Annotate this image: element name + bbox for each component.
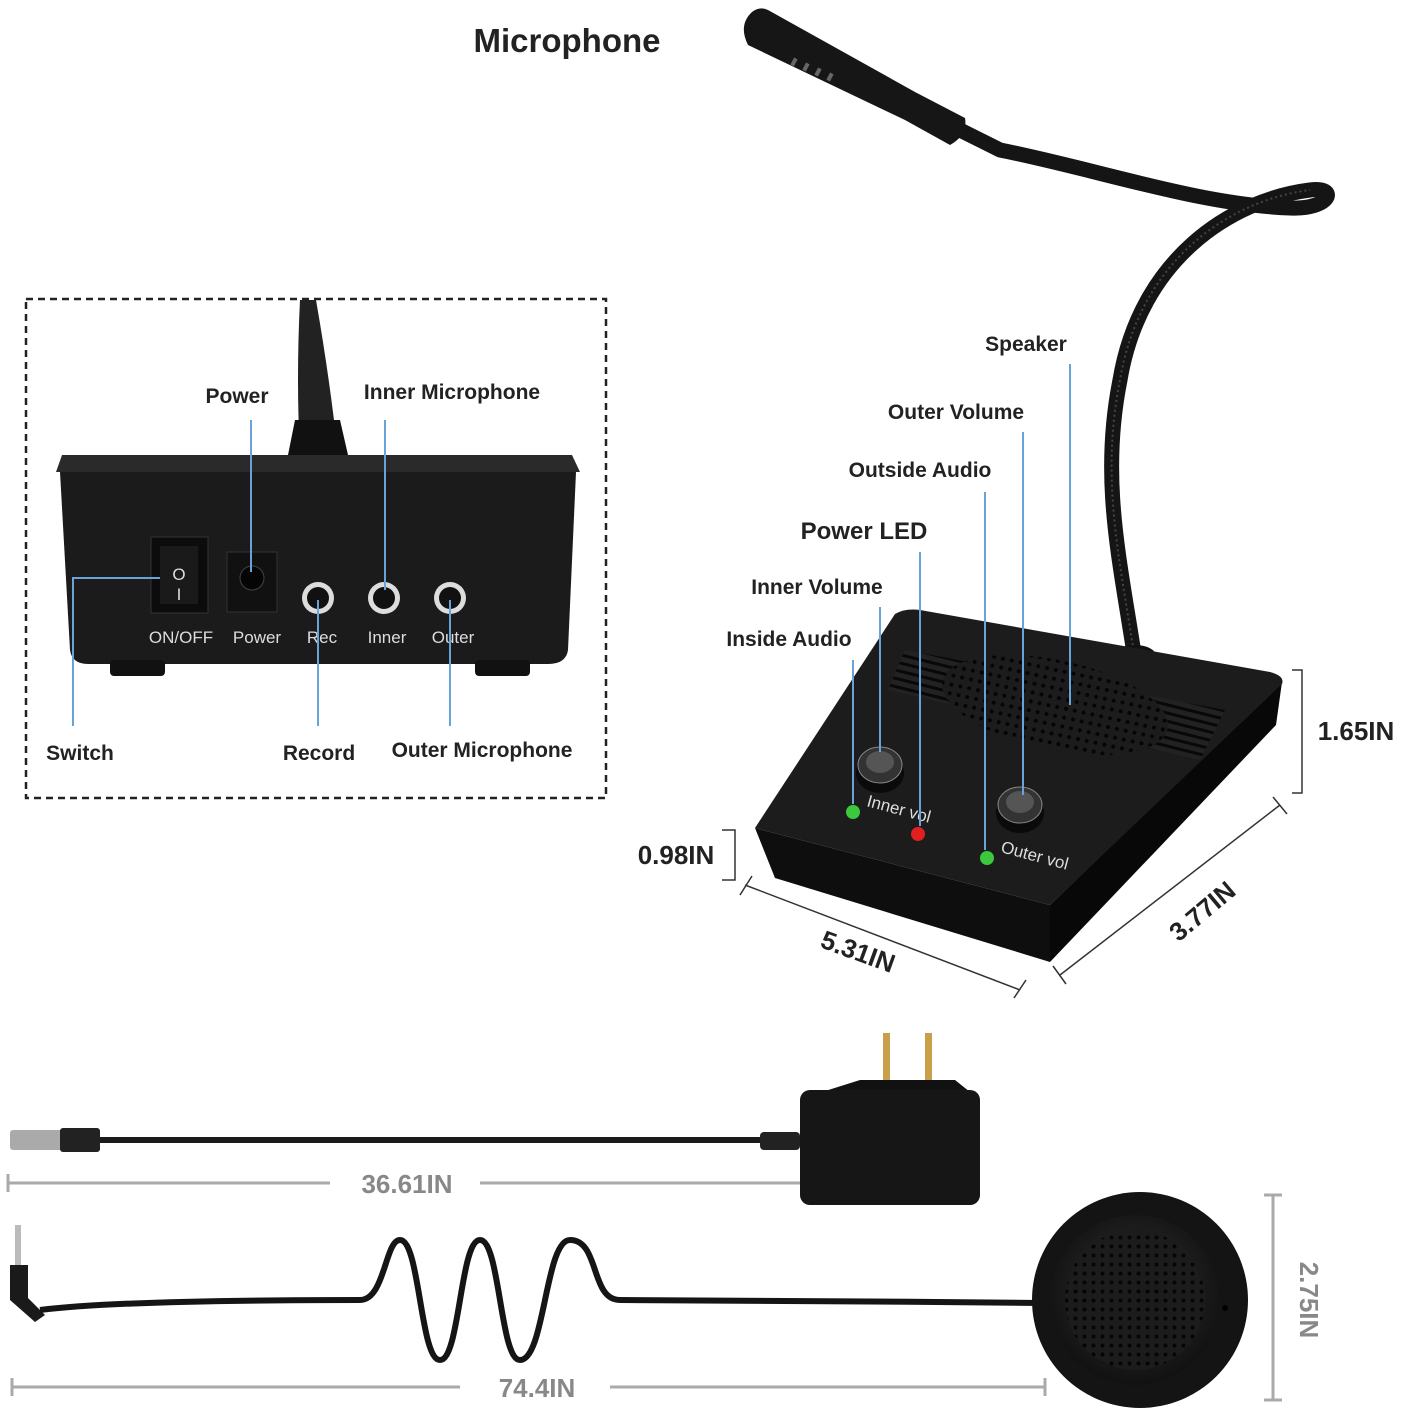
switch-off-mark: I [177, 585, 182, 604]
inside-audio-led [846, 805, 860, 819]
inset-device-top [56, 455, 580, 472]
inner-jack [368, 582, 400, 614]
dimension-height: 1.65IN [1318, 716, 1395, 746]
microphone-head [743, 8, 966, 146]
callout-power: Power [205, 385, 268, 408]
outside-audio-led [980, 851, 994, 865]
speaker-cable-length: 74.4IN [499, 1373, 576, 1403]
panel-label-outer: Outer [432, 628, 475, 647]
adapter-body [800, 1090, 980, 1205]
inset-border [24, 297, 608, 800]
callout-inside-audio: Inside Audio [726, 628, 851, 651]
base-right-face [1050, 682, 1282, 962]
outer-volume-knob [996, 786, 1044, 833]
speaker-grille [942, 654, 1168, 756]
base-top-face [755, 609, 1283, 905]
power-led [911, 827, 925, 841]
callout-inner-microphone: Inner Microphone [364, 381, 540, 404]
rear-panel-inset: O I ON/OFF Power Rec Inner Outer Power I… [24, 297, 608, 800]
dimension-base-height: 0.98IN [638, 840, 715, 870]
callout-power-led: Power LED [801, 518, 928, 545]
callout-outer-volume: Outer Volume [888, 401, 1024, 424]
speaker-diameter: 2.75IN [1294, 1262, 1324, 1339]
panel-label-rec: Rec [307, 628, 338, 647]
base-front-face [755, 828, 1050, 962]
switch-on-mark: O [172, 565, 185, 584]
speaker-cable [39, 1236, 1041, 1364]
inset-device-body [60, 472, 576, 664]
callout-record: Record [283, 742, 355, 765]
gooseneck [952, 122, 1335, 668]
title: Microphone [474, 22, 661, 59]
dimension-width: 5.31IN [817, 924, 899, 978]
callout-switch: Switch [46, 742, 114, 765]
power-adapter: 36.61IN [6, 1033, 980, 1205]
desktop-intercom: Inner vol Outer vol Speaker Outer Volume… [638, 8, 1395, 999]
external-speaker: 74.4IN 2.75IN [10, 1192, 1324, 1408]
callout-speaker: Speaker [985, 333, 1067, 356]
callout-outside-audio: Outside Audio [849, 459, 992, 482]
panel-label-on-off: ON/OFF [149, 628, 213, 647]
speaker-grille-round [1065, 1230, 1205, 1370]
panel-label-inner: Inner [368, 628, 407, 647]
callout-inner-volume: Inner Volume [751, 576, 882, 599]
callout-outer-microphone: Outer Microphone [392, 739, 573, 762]
inner-volume-knob [856, 746, 904, 793]
adapter-cable-length: 36.61IN [361, 1169, 452, 1199]
outer-jack [434, 582, 466, 614]
panel-label-power: Power [233, 628, 282, 647]
rec-jack [302, 582, 334, 614]
inset-gooseneck [298, 300, 338, 455]
